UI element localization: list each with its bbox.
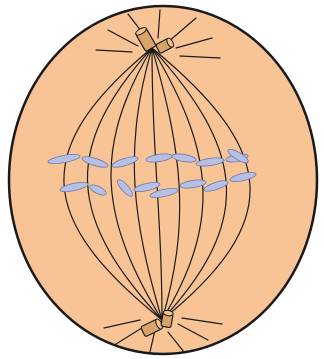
centriole [161, 310, 174, 328]
cell-body [9, 6, 317, 354]
